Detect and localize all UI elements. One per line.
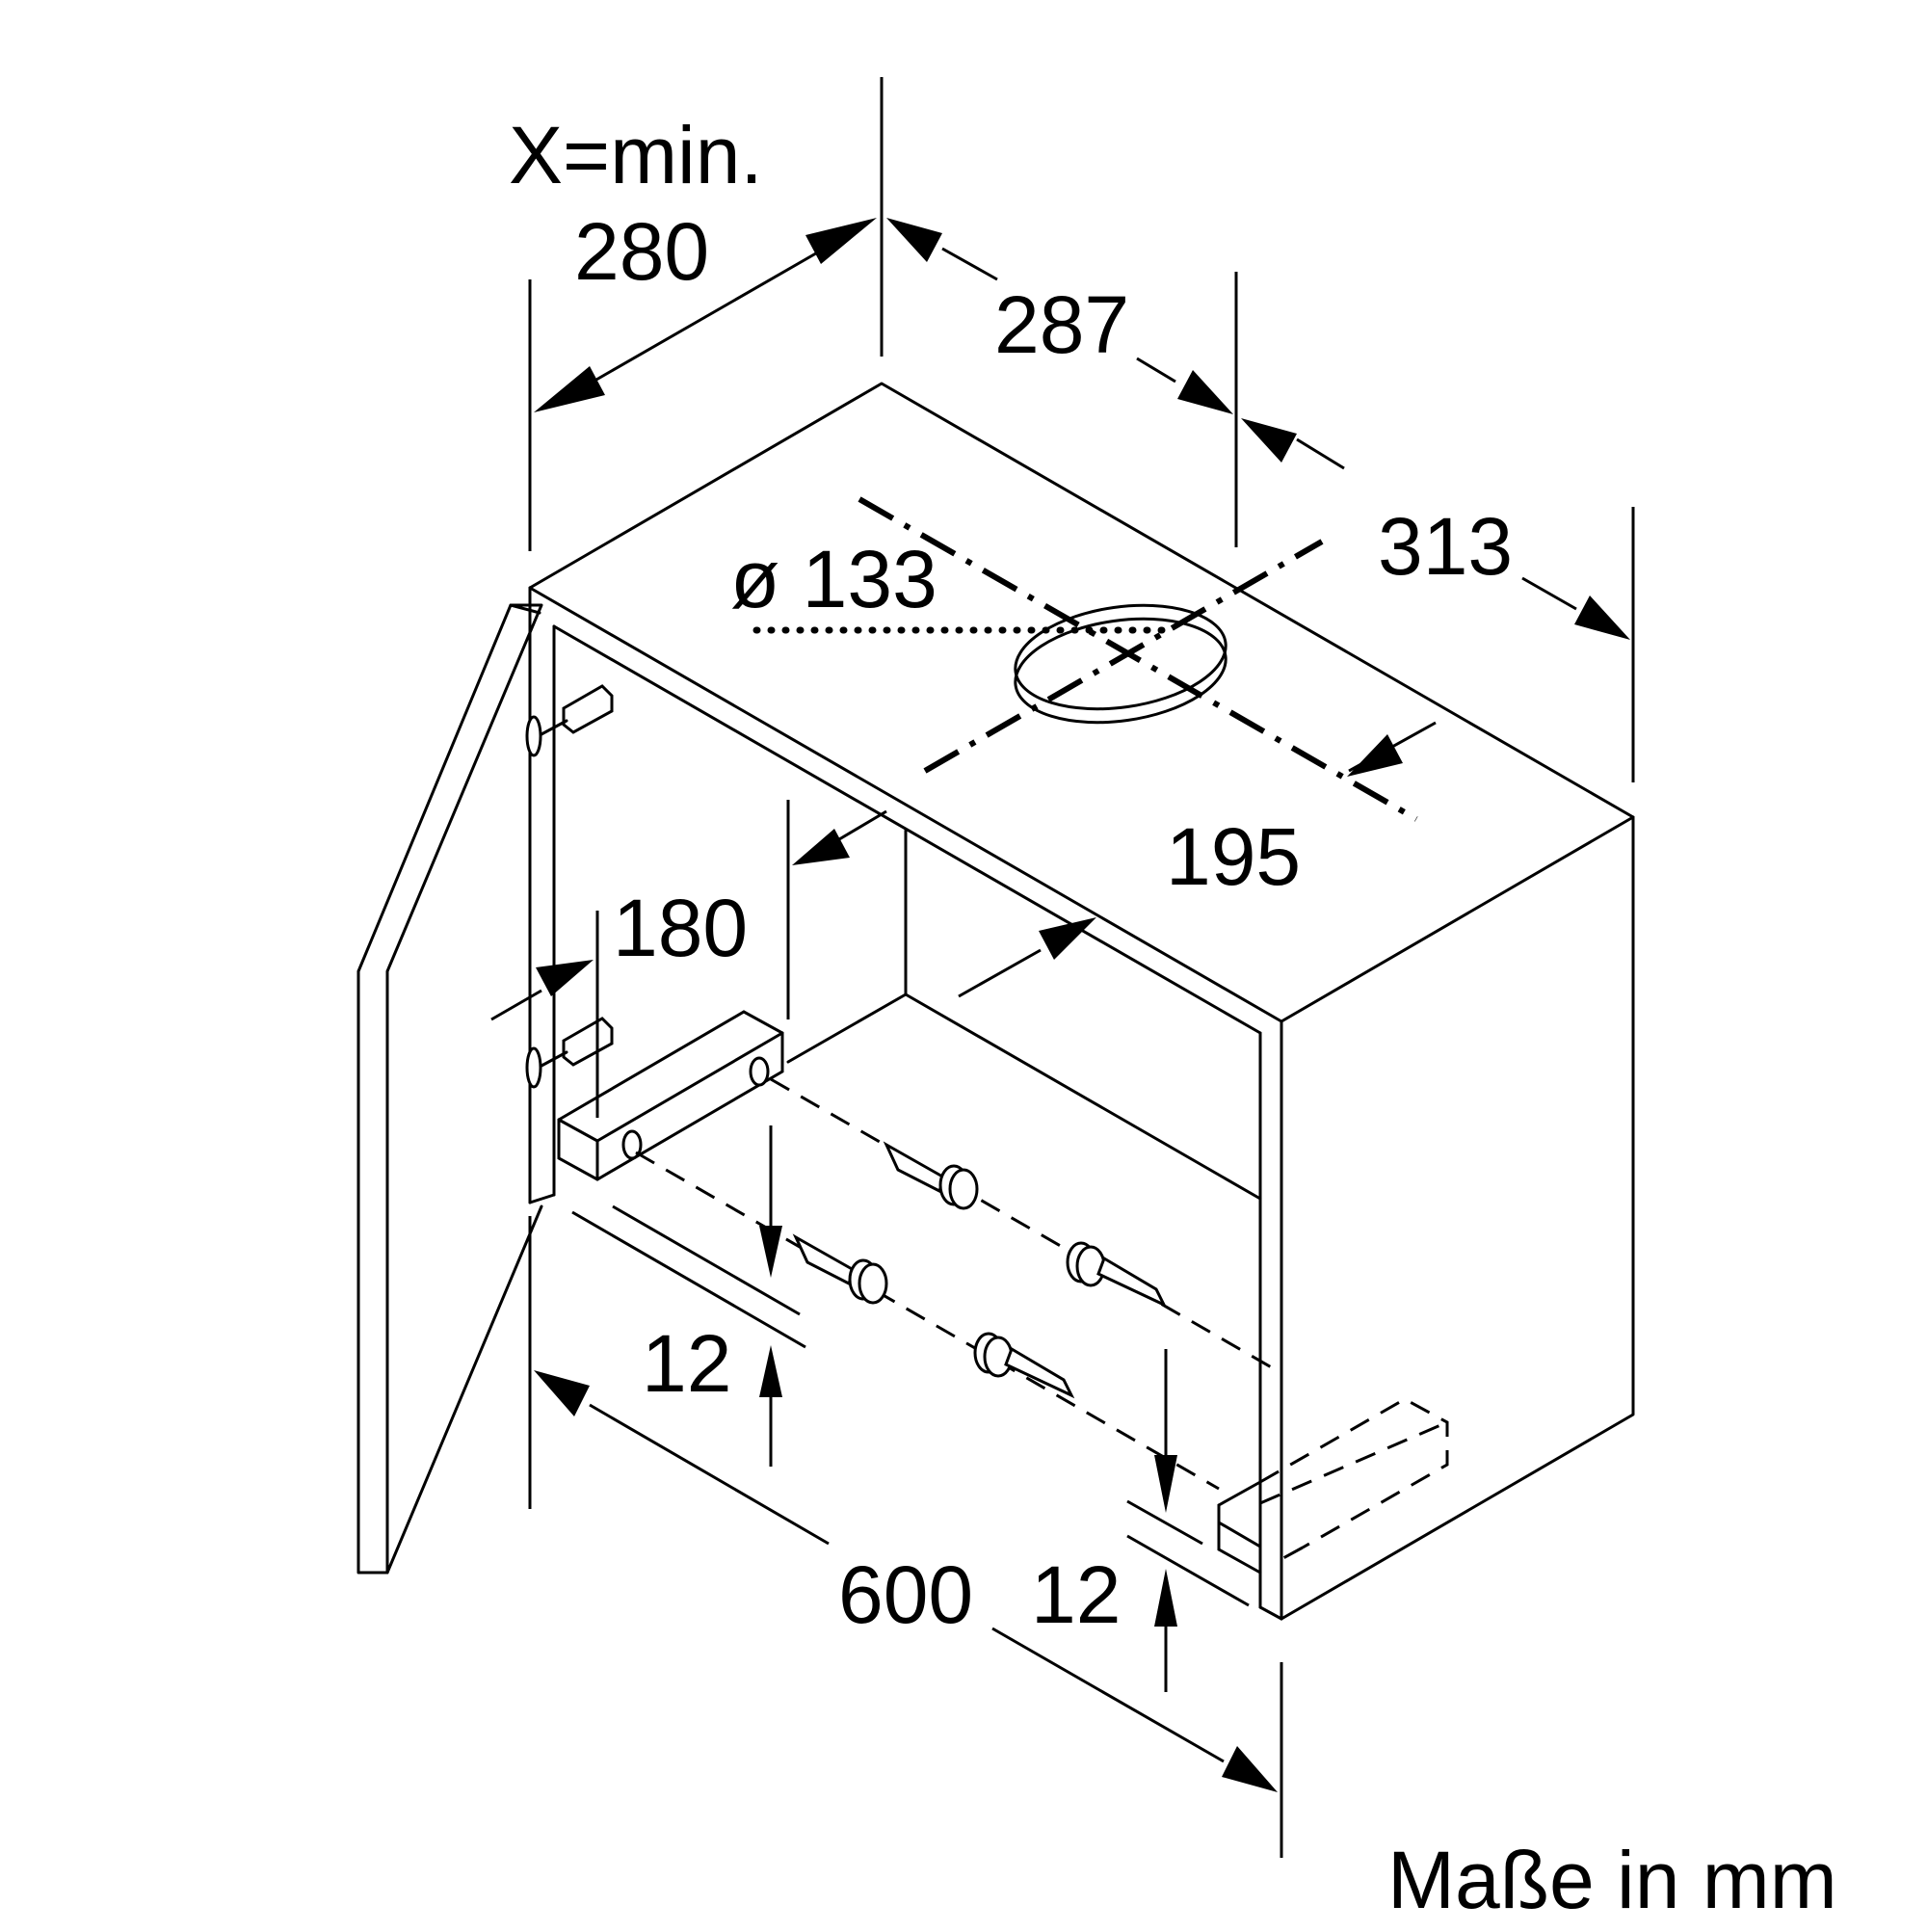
label-313: 313 [1378,501,1513,592]
label-units: Maße in mm [1387,1835,1837,1925]
dimension-195 [958,721,1437,998]
dimension-x-min [528,77,884,551]
label-600: 600 [838,1549,973,1640]
label-195: 195 [1166,811,1301,902]
label-x-min: X=min. [509,110,763,200]
duct-opening [752,496,1418,822]
cabinet-door [356,603,543,1575]
screw-lower-left [792,1233,888,1305]
dimension-12-right [1126,1349,1250,1692]
label-diameter: ø 133 [730,534,937,624]
dimension-12-left [571,1125,806,1467]
dimension-313 [1241,418,1635,782]
dimension-287 [886,218,1238,547]
screw-upper-right [1066,1241,1168,1309]
dimension-600 [528,1216,1283,1858]
screw-upper-left [883,1141,979,1210]
label-12-right: 12 [1031,1549,1121,1640]
hinge-lower [525,1017,614,1089]
label-180: 180 [613,883,748,973]
label-12-left: 12 [642,1318,731,1409]
label-287: 287 [994,279,1129,370]
mounting-rail-front [557,1010,784,1181]
dimension-180 [490,800,887,1118]
label-x-value: 280 [574,206,709,297]
cabinet-outline [528,382,1635,1621]
mounting-rail-rear [1217,1397,1449,1575]
screw-lower-right [973,1332,1075,1399]
screw-paths [635,1077,1282,1491]
hinge-upper [525,684,614,757]
